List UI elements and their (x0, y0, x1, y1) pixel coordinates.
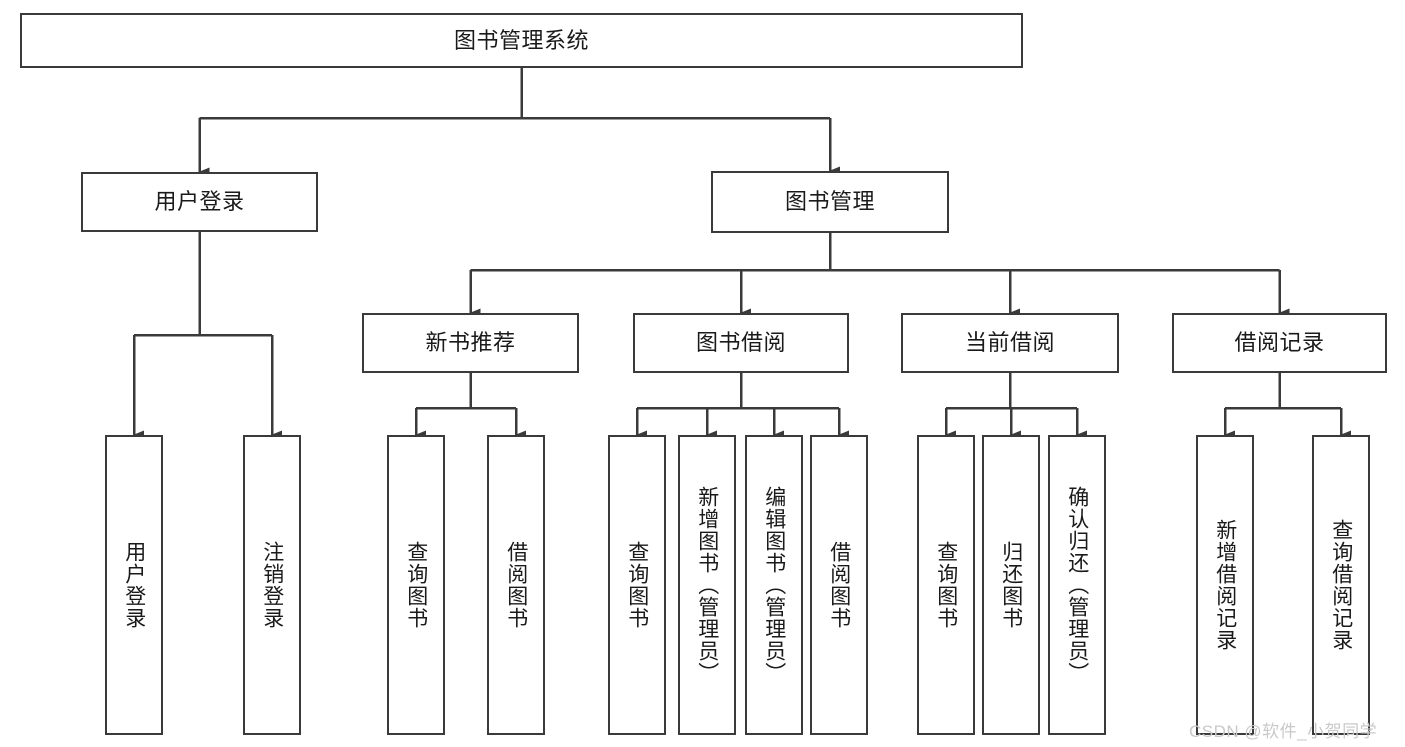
node-newbook[interactable]: 新书推荐 (362, 313, 579, 373)
node-label: 当前借阅 (964, 330, 1055, 356)
node-label: 用户登录 (122, 541, 146, 629)
node-label: 注销登录 (260, 541, 284, 629)
node-current[interactable]: 当前借阅 (901, 313, 1119, 373)
node-l-cu-query[interactable]: 查询图书 (917, 435, 975, 735)
node-bookmgmt[interactable]: 图书管理 (711, 171, 949, 233)
node-l-bo-query[interactable]: 查询图书 (608, 435, 666, 735)
node-l-re-query[interactable]: 查询借阅记录 (1312, 435, 1370, 735)
node-l-bo-edit[interactable]: 编辑图书（管理员） (745, 435, 803, 735)
node-l-bo-borrow[interactable]: 借阅图书 (810, 435, 868, 735)
node-l-nb-borrow[interactable]: 借阅图书 (487, 435, 545, 735)
node-label: 借阅图书 (504, 541, 528, 629)
node-label: 新增借阅记录 (1213, 519, 1237, 651)
node-label: 借阅记录 (1234, 330, 1325, 356)
node-l-logout[interactable]: 注销登录 (243, 435, 301, 735)
node-l-cu-return[interactable]: 归还图书 (982, 435, 1040, 735)
node-label: 查询图书 (625, 541, 649, 629)
node-l-login[interactable]: 用户登录 (105, 435, 163, 735)
node-l-re-add[interactable]: 新增借阅记录 (1196, 435, 1254, 735)
node-l-cu-confirm[interactable]: 确认归还（管理员） (1048, 435, 1106, 735)
node-label: 图书管理 (784, 189, 875, 215)
node-label: 图书管理系统 (453, 27, 589, 53)
node-label: 归还图书 (999, 541, 1023, 629)
node-label: 用户登录 (154, 189, 245, 215)
node-label: 借阅图书 (827, 541, 851, 629)
watermark: CSDN @软件_小贺同学 (1189, 717, 1377, 742)
node-label: 图书借阅 (695, 330, 786, 356)
node-label: 编辑图书（管理员） (762, 486, 786, 684)
edge-group (132, 68, 1351, 440)
node-label: 查询借阅记录 (1329, 519, 1353, 651)
node-label: 新增图书（管理员） (695, 486, 719, 684)
node-label: 查询图书 (934, 541, 958, 629)
node-label: 确认归还（管理员） (1065, 486, 1089, 684)
node-records[interactable]: 借阅记录 (1172, 313, 1387, 373)
node-l-bo-add[interactable]: 新增图书（管理员） (678, 435, 736, 735)
node-root[interactable]: 图书管理系统 (20, 13, 1023, 68)
node-l-nb-query[interactable]: 查询图书 (387, 435, 445, 735)
node-borrow[interactable]: 图书借阅 (633, 313, 849, 373)
watermark-text: CSDN @软件_小贺同学 (1189, 722, 1378, 741)
node-login[interactable]: 用户登录 (81, 172, 318, 232)
node-label: 新书推荐 (425, 330, 516, 356)
node-label: 查询图书 (404, 541, 428, 629)
